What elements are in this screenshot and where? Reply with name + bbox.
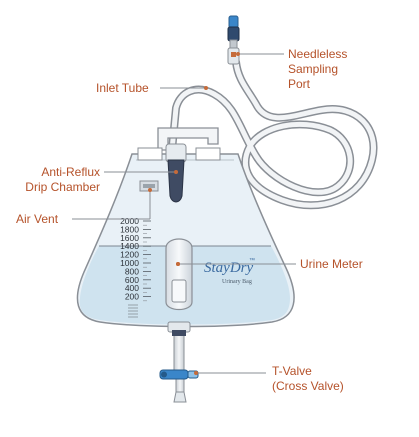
anti-reflux-label: Anti-Reflux Drip Chamber [18, 165, 100, 195]
anti-reflux-label-line2: Drip Chamber [25, 180, 100, 194]
scale-label: 1400 [120, 241, 139, 251]
scale-label: 400 [125, 283, 139, 293]
scale-label: 600 [125, 275, 139, 285]
t-valve-label-line1: T-Valve [272, 364, 312, 378]
drain-tube [172, 330, 187, 403]
scale-label: 1200 [120, 250, 139, 260]
needleless-port-label-line3: Port [288, 77, 311, 91]
t-valve-label-line2: (Cross Valve) [272, 379, 344, 393]
callout-lines [72, 52, 296, 375]
brand-trademark: ™ [249, 257, 255, 264]
inlet-assembly [137, 127, 221, 161]
needleless-port-label-line1: Needleless [288, 47, 348, 61]
t-valve-label: T-Valve (Cross Valve) [272, 364, 344, 394]
scale-label: 1800 [120, 224, 139, 234]
urine-meter [165, 238, 193, 311]
brand-subtitle: Urinary Bag [222, 279, 252, 285]
scale-label: 200 [125, 292, 139, 302]
anti-reflux-label-line1: Anti-Reflux [41, 165, 100, 179]
scale-label: 1600 [120, 233, 139, 243]
scale-label: 1000 [120, 258, 139, 268]
scale-label: 800 [125, 266, 139, 276]
scale-label: 2000 [120, 216, 139, 226]
drip-chamber-icon [165, 143, 187, 203]
brand-name: StayDry [204, 260, 253, 276]
needleless-port-label: Needleless Sampling Port [288, 47, 347, 92]
needleless-port-icon [227, 15, 240, 65]
air-vent-label: Air Vent [16, 212, 59, 226]
inlet-tube-label: Inlet Tube [96, 81, 149, 95]
t-valve-icon [159, 369, 199, 380]
urine-meter-label: Urine Meter [300, 257, 363, 271]
needleless-port-label-line2: Sampling [288, 62, 339, 76]
coiled-tubing [168, 58, 378, 210]
